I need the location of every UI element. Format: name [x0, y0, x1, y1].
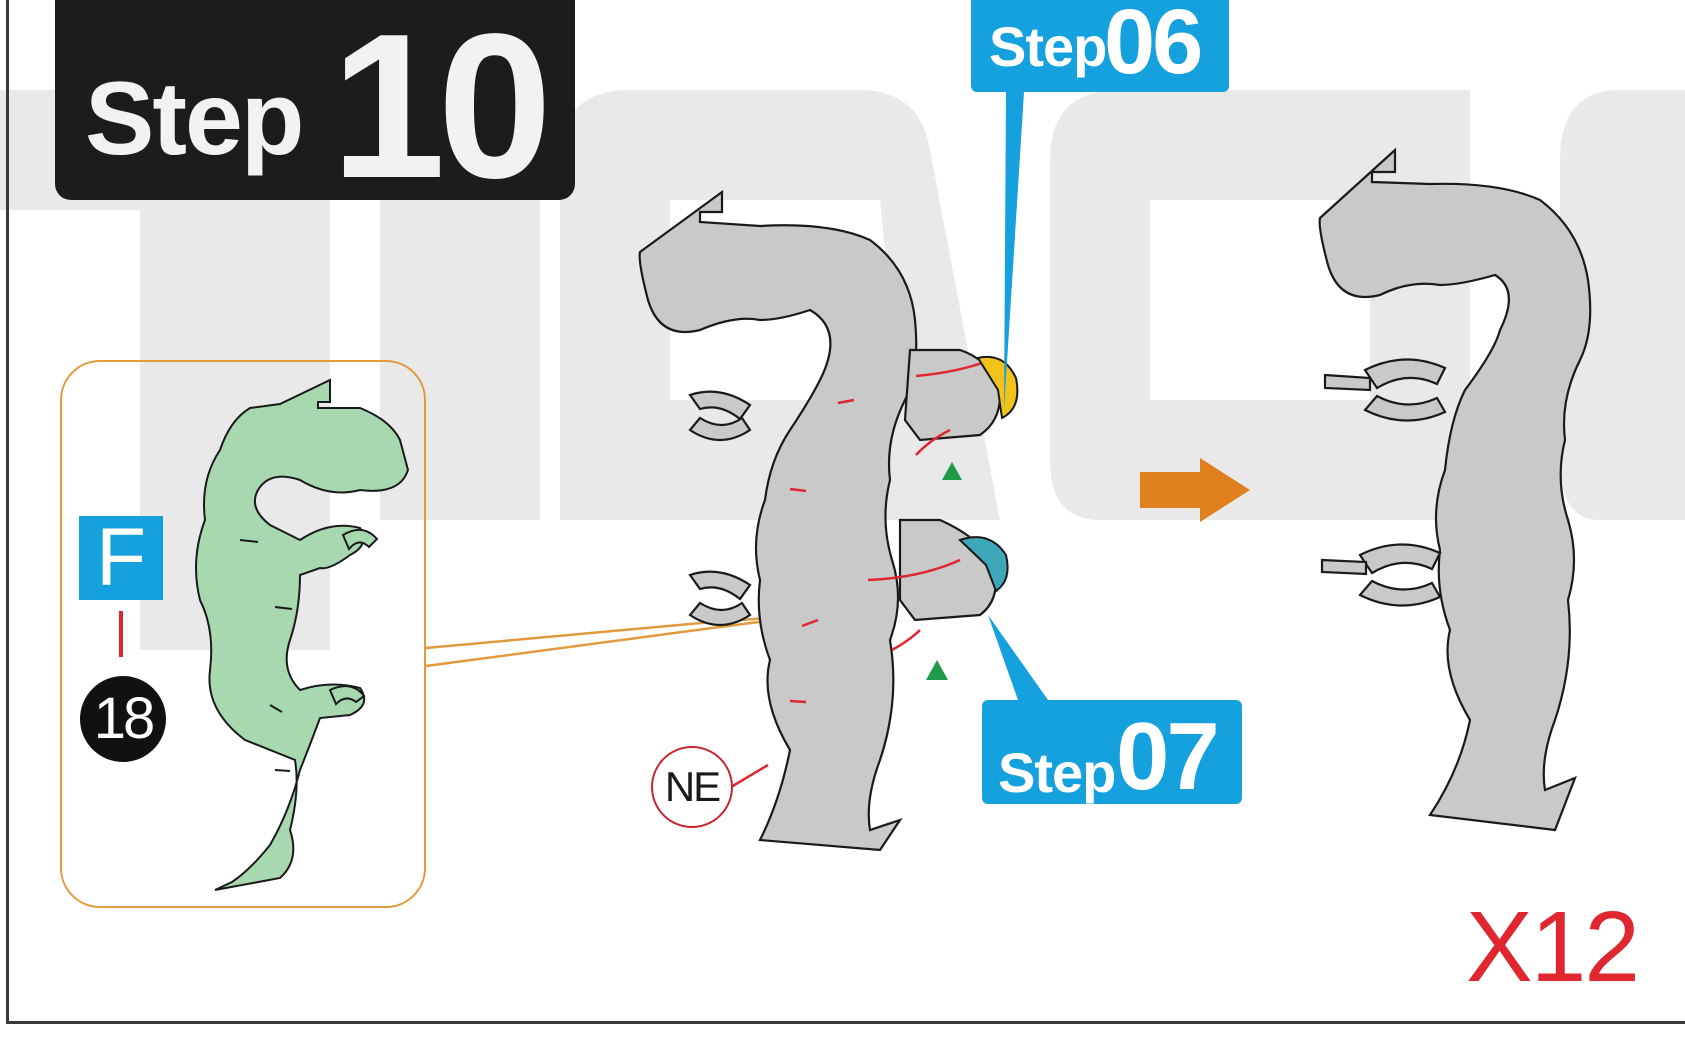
- callout-step-06: Step 06: [971, 0, 1229, 93]
- callout-07-pointer: [988, 615, 1048, 700]
- callout-07-number: 07: [1116, 703, 1220, 810]
- part-f18-icon: [195, 378, 410, 891]
- callout-06-word: Step: [989, 15, 1107, 78]
- step-word: Step: [85, 61, 304, 177]
- callout-06-pointer: [1004, 92, 1024, 410]
- piece-in-progress: [638, 189, 1002, 852]
- right-arrow-icon: [1140, 458, 1250, 522]
- part-number-badge: 18: [80, 676, 166, 762]
- step-number: 10: [331, 0, 552, 221]
- badge-divider: [119, 611, 123, 657]
- tab-teal: [958, 536, 1009, 593]
- marker-triangle-2: [926, 660, 948, 680]
- finished-piece: [1318, 147, 1592, 832]
- tab-yellow: [976, 356, 1019, 420]
- part-box: [60, 360, 426, 908]
- marker-triangle-1: [942, 462, 962, 480]
- ne-tag: NE: [651, 746, 733, 828]
- sheet-badge: F: [79, 516, 163, 600]
- callout-step-07: Step 07: [982, 700, 1242, 810]
- quantity-label: X12: [1466, 891, 1640, 1003]
- page-frame: [6, 0, 1685, 1024]
- callout-07-word: Step: [998, 741, 1116, 804]
- step-title: Step 10: [55, 0, 575, 221]
- callout-06-number: 06: [1104, 0, 1203, 93]
